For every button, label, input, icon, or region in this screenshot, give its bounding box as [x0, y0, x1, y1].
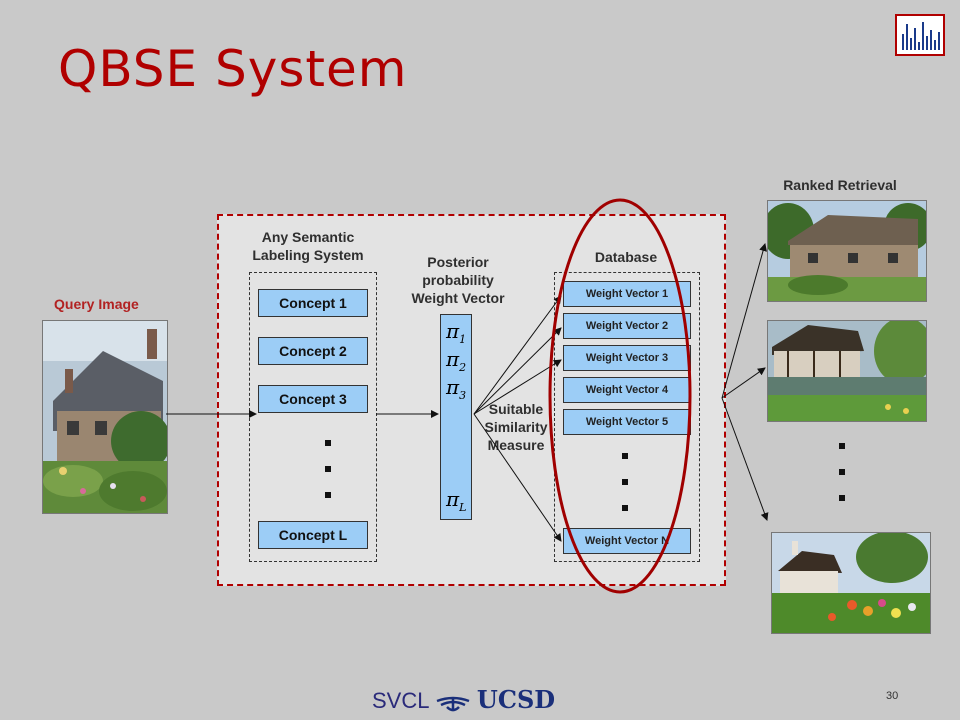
database-group [554, 272, 700, 562]
posterior-label-line2: probability [422, 272, 494, 288]
similarity-label-line2: Similarity [484, 419, 548, 435]
concept-box-3: Concept 3 [258, 385, 368, 413]
concept-box-2: Concept 2 [258, 337, 368, 365]
weight-vector-1: Weight Vector 1 [563, 281, 691, 307]
query-image-label: Query Image [54, 296, 139, 312]
query-image [42, 320, 168, 514]
ellipsis-dot [839, 495, 845, 501]
ellipsis-dot [622, 453, 628, 459]
weight-vector-5: Weight Vector 5 [563, 409, 691, 435]
ellipsis-dot [325, 440, 331, 446]
arrow-to-weight-vector-3 [473, 359, 562, 415]
highlight-ellipse [548, 198, 692, 594]
page-number: 30 [886, 690, 899, 702]
posterior-label-line1: Posterior [427, 254, 489, 270]
arrow-to-ranked-1 [721, 243, 767, 399]
posterior-weight-vector: π1 π2 π3 πL [440, 314, 472, 520]
ranked-retrieval-label: Ranked Retrieval [783, 177, 897, 193]
arrow-to-weight-vector-2 [473, 327, 562, 415]
arrow-to-weight-vector-n [473, 413, 562, 542]
arrow-to-ranked-n [721, 397, 769, 521]
posterior-label: Posterior probability Weight Vector [398, 253, 518, 307]
ranked-image-2 [767, 320, 927, 422]
ellipsis-dot [839, 469, 845, 475]
ranked-image-n [771, 532, 931, 634]
ellipsis-dot [325, 466, 331, 472]
weight-vector-2: Weight Vector 2 [563, 313, 691, 339]
semantic-system-label-line2: Labeling System [252, 247, 364, 263]
ellipsis-dot [325, 492, 331, 498]
slide-title: QBSE System [58, 40, 408, 98]
ellipsis-dot [839, 443, 845, 449]
pi-l: πL [446, 487, 467, 514]
similarity-label-line3: Measure [487, 437, 545, 453]
ucsd-text: UCSD [476, 685, 556, 714]
database-label: Database [594, 249, 658, 265]
weight-vector-3: Weight Vector 3 [563, 345, 691, 371]
concept-box-l: Concept L [258, 521, 368, 549]
arrow-to-ranked-2 [721, 367, 766, 399]
semantic-system-label: Any Semantic Labeling System [252, 228, 364, 264]
similarity-label: Suitable Similarity Measure [476, 400, 556, 454]
pi-1: π1 [446, 319, 467, 346]
pi-3: π3 [446, 375, 467, 402]
pi-2: π2 [446, 347, 467, 374]
ellipsis-dot [622, 479, 628, 485]
ellipsis-dot [622, 505, 628, 511]
svcl-text: SVCL [372, 688, 429, 713]
posterior-label-line3: Weight Vector [411, 290, 505, 306]
ucsd-triton-logo-icon [435, 693, 471, 712]
arrow-to-weight-vector-1 [473, 295, 562, 415]
concept-box-1: Concept 1 [258, 289, 368, 317]
similarity-label-line1: Suitable [488, 401, 544, 417]
semantic-system-label-line1: Any Semantic [261, 229, 355, 245]
ranked-image-1 [767, 200, 927, 302]
footer-logo: SVCL UCSD [372, 685, 555, 714]
weight-vector-4: Weight Vector 4 [563, 377, 691, 403]
bar-chart-logo-icon [895, 14, 945, 56]
